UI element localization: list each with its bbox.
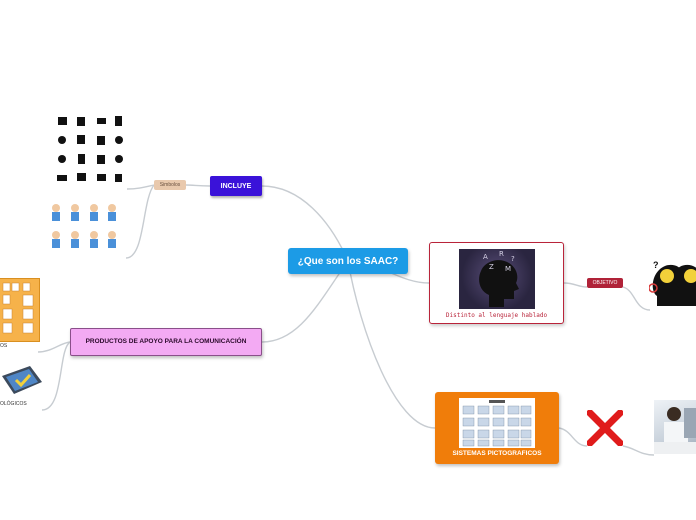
board-caption: OS bbox=[0, 343, 8, 349]
distinto-node[interactable]: A R? Z M Distinto al lenguaje hablado bbox=[429, 242, 564, 324]
pictographic-chart-image bbox=[459, 398, 535, 448]
communication-board-image[interactable] bbox=[0, 278, 40, 342]
link-sistemas-x bbox=[558, 427, 588, 447]
link-central-productos bbox=[261, 260, 349, 343]
svg-text:M: M bbox=[505, 265, 511, 273]
tablet-caption: OLÓGICOS bbox=[0, 401, 27, 407]
link-distinto-objetivo bbox=[563, 282, 588, 288]
link-central-sistemas bbox=[347, 260, 436, 429]
incluye-node[interactable]: INCLUYE bbox=[210, 176, 262, 196]
thinking-heads-image[interactable]: ? bbox=[649, 258, 696, 308]
question-mark-text: ? bbox=[653, 260, 659, 270]
link-central-incluye bbox=[261, 185, 349, 262]
svg-text:R: R bbox=[499, 250, 504, 258]
objetivo-label[interactable]: OBJETIVO bbox=[587, 278, 623, 288]
red-x-icon[interactable] bbox=[585, 408, 625, 448]
simbolos-label[interactable]: Simbolos bbox=[154, 180, 186, 190]
distinto-label: Distinto al lenguaje hablado bbox=[445, 312, 548, 319]
link-simbolos-kids bbox=[125, 184, 155, 259]
sistemas-pictograficos-node[interactable]: SISTEMAS PICTOGRAFICOS bbox=[435, 392, 559, 464]
link-productos-board bbox=[37, 341, 71, 353]
pictogram-grid-image[interactable] bbox=[53, 112, 127, 188]
link-incluye-simbolos bbox=[185, 184, 211, 187]
productos-apoyo-node[interactable]: PRODUCTOS DE APOYO PARA LA COMUNICACIÓN bbox=[70, 328, 262, 356]
tablet-device-image[interactable] bbox=[0, 364, 42, 398]
sistemas-label: SISTEMAS PICTOGRAFICOS bbox=[452, 450, 542, 457]
svg-text:Z: Z bbox=[489, 263, 494, 271]
children-pictograms-image[interactable] bbox=[42, 198, 126, 256]
head-silhouette-image: A R? Z M bbox=[459, 249, 535, 309]
link-productos-tablet bbox=[41, 341, 71, 411]
link-x-student bbox=[622, 445, 655, 456]
central-topic[interactable]: ¿Que son los SAAC? bbox=[288, 248, 408, 274]
link-objetivo-head bbox=[622, 286, 651, 311]
svg-text:A: A bbox=[483, 253, 488, 261]
productos-apoyo-label: PRODUCTOS DE APOYO PARA LA COMUNICACIÓN bbox=[85, 338, 247, 345]
link-simbolos-grid bbox=[126, 184, 155, 190]
svg-text:?: ? bbox=[511, 255, 515, 263]
student-writing-image[interactable] bbox=[654, 400, 696, 454]
